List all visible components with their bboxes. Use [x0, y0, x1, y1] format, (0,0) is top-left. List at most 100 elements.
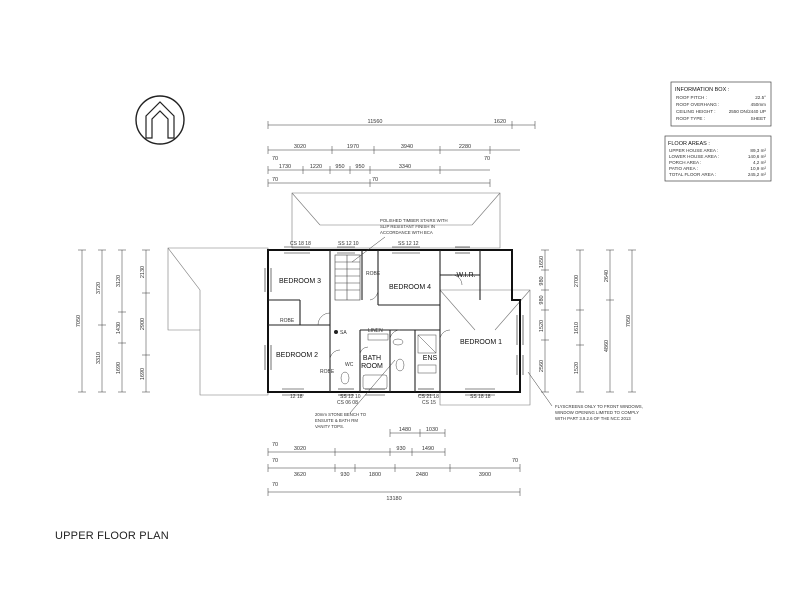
dim-top-small: 70 — [372, 177, 378, 183]
roof-outline — [167, 192, 531, 406]
dim-left: 1690 — [140, 368, 146, 380]
dim-left: 3310 — [96, 352, 102, 364]
windows — [264, 246, 524, 396]
stairs — [334, 254, 361, 301]
svg-text:SHEET: SHEET — [751, 116, 767, 121]
dim-bottom-small: 70 — [272, 442, 278, 448]
svg-text:PATIO AREA :: PATIO AREA : — [669, 166, 698, 171]
dim-right: 4860 — [604, 340, 610, 352]
dim-left: 1690 — [116, 362, 122, 374]
svg-text:20mm STONE BENCH TO: 20mm STONE BENCH TO — [315, 412, 367, 417]
dim-left-overall: 7050 — [76, 315, 82, 327]
room-label-wc: WC — [345, 362, 354, 368]
room-label-robe-1: ROBE — [280, 318, 295, 324]
dim-left: 1430 — [116, 322, 122, 334]
dim-bottom: 3020 — [294, 446, 306, 452]
left-dimensions — [78, 249, 150, 393]
dim-right: 2640 — [604, 270, 610, 282]
room-label-robe-2: ROBE — [366, 271, 381, 277]
bottom-dimensions — [267, 429, 521, 496]
exterior-walls — [267, 249, 521, 393]
door-swings — [317, 274, 463, 361]
svg-text:INFORMATION BOX :: INFORMATION BOX : — [675, 87, 730, 93]
window-label: SS 18 18 — [470, 394, 491, 400]
dim-top-small: 70 — [272, 156, 278, 162]
svg-text:89,3 m²: 89,3 m² — [750, 148, 766, 153]
dim-top-overall-right: 1620 — [494, 119, 506, 125]
dim-bottom: 3900 — [479, 472, 491, 478]
room-label-ensuite: ENS — [423, 355, 438, 362]
dim-top: 950 — [355, 164, 364, 170]
information-box: INFORMATION BOX : ROOF PITCH : 22.5° ROO… — [670, 81, 772, 127]
svg-text:4,2 m²: 4,2 m² — [753, 160, 766, 165]
dim-right-overall: 7050 — [626, 315, 632, 327]
svg-text:FLYSCREENS ONLY TO FRONT WINDO: FLYSCREENS ONLY TO FRONT WINDOWS, — [555, 404, 643, 409]
dim-bottom: 2480 — [416, 472, 428, 478]
dim-bottom: 1490 — [422, 446, 434, 452]
svg-text:POLISHED TIMBER STAIRS WITH: POLISHED TIMBER STAIRS WITH — [380, 218, 448, 223]
dim-bottom-small: 70 — [272, 482, 278, 488]
dim-right: 1650 — [539, 256, 545, 268]
room-label-bedroom-1: BEDROOM 1 — [460, 339, 502, 346]
dim-right: 1520 — [574, 362, 580, 374]
dim-bottom: 930 — [396, 446, 405, 452]
room-label-bedroom-3: BEDROOM 3 — [279, 278, 321, 285]
svg-text:ACCORDANCE WITH BCA: ACCORDANCE WITH BCA — [380, 230, 433, 235]
dim-top: 1730 — [279, 164, 291, 170]
note-bench: 20mm STONE BENCH TO ENSUITE & BATH RM VA… — [315, 359, 396, 429]
dim-top: 2280 — [459, 144, 471, 150]
window-label: CS 18 18 — [290, 241, 311, 247]
dim-bottom: 3620 — [294, 472, 306, 478]
svg-text:UPPER HOUSE AREA :: UPPER HOUSE AREA : — [669, 148, 718, 153]
smoke-alarm-icon — [334, 330, 338, 334]
svg-text:FLOOR AREAS :: FLOOR AREAS : — [668, 141, 710, 147]
dim-right: 980 — [539, 276, 545, 285]
svg-text:LOWER HOUSE AREA :: LOWER HOUSE AREA : — [669, 154, 719, 159]
dim-right: 1610 — [574, 322, 580, 334]
svg-text:ROOF OVERHANG :: ROOF OVERHANG : — [676, 102, 719, 107]
window-label: CS 15 — [422, 400, 436, 406]
svg-text:450mm: 450mm — [751, 102, 766, 107]
dim-bottom: 1030 — [426, 427, 438, 433]
svg-text:22.5°: 22.5° — [755, 95, 766, 100]
svg-text:PORCH AREA :: PORCH AREA : — [669, 160, 701, 165]
dim-top: 3020 — [294, 144, 306, 150]
dim-bottom-small: 70 — [272, 458, 278, 464]
svg-text:SLIP RESISTANT FINISH IN: SLIP RESISTANT FINISH IN — [380, 224, 435, 229]
svg-text:140,6 m²: 140,6 m² — [748, 154, 767, 159]
dim-top: 1970 — [347, 144, 359, 150]
room-label-bedroom-2: BEDROOM 2 — [276, 352, 318, 359]
dim-bottom: 1480 — [399, 427, 411, 433]
dim-top: 3340 — [399, 164, 411, 170]
dim-bottom: 1800 — [369, 472, 381, 478]
dim-top-overall: 11560 — [368, 119, 383, 125]
svg-text:ENSUITE & BATH RM: ENSUITE & BATH RM — [315, 418, 358, 423]
svg-text:ROOF PITCH :: ROOF PITCH : — [676, 95, 707, 100]
bathroom-fixtures — [340, 333, 437, 390]
svg-text:ROOF TYPE :: ROOF TYPE : — [676, 116, 705, 121]
dim-left: 2900 — [140, 318, 146, 330]
svg-text:TOTAL FLOOR AREA :: TOTAL FLOOR AREA : — [669, 172, 716, 177]
dim-left: 3720 — [96, 282, 102, 294]
room-label-bedroom-4: BEDROOM 4 — [389, 284, 431, 291]
interior-walls — [268, 250, 481, 392]
dim-right: 2700 — [574, 275, 580, 287]
window-label: CS 06 08 — [337, 400, 358, 406]
dim-top: 3940 — [401, 144, 413, 150]
dim-bottom: 930 — [340, 472, 349, 478]
window-label: CS 21 18 — [418, 394, 439, 400]
smoke-alarm-label: SA — [340, 330, 347, 336]
floor-areas-box: FLOOR AREAS : UPPER HOUSE AREA : 89,3 m²… — [664, 135, 772, 182]
room-label-linen: LINEN — [368, 328, 383, 334]
window-label: 12 18 — [290, 394, 303, 400]
north-arrow-icon — [135, 95, 185, 145]
window-label: SS 12 12 — [398, 241, 419, 247]
dim-left: 3120 — [116, 275, 122, 287]
svg-text:2550 DN/2440 UP: 2550 DN/2440 UP — [729, 109, 766, 114]
room-label-bath: BATH — [363, 355, 381, 362]
dim-left: 2130 — [140, 266, 146, 278]
svg-text:CEILING HEIGHT :: CEILING HEIGHT : — [676, 109, 715, 114]
window-label: SS 12 10 — [338, 241, 359, 247]
note-flyscreen: FLYSCREENS ONLY TO FRONT WINDOWS, WINDOW… — [527, 371, 643, 421]
svg-text:WINDOW OPENING LIMITED TO COMP: WINDOW OPENING LIMITED TO COMPLY — [555, 410, 639, 415]
